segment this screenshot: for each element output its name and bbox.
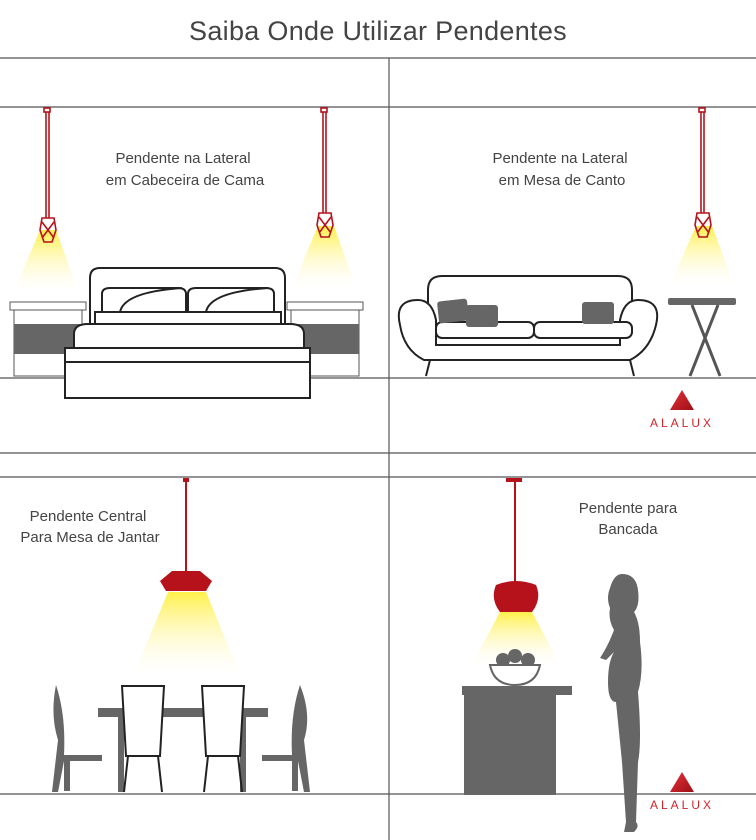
svg-text:ALALUX: ALALUX — [650, 798, 714, 812]
panel-label: Para Mesa de Jantar — [20, 529, 159, 546]
fruit-bowl — [488, 649, 542, 687]
side-table — [668, 298, 736, 377]
dining-chairs — [52, 685, 310, 793]
alalux-logo: ALALUX — [650, 772, 714, 812]
alalux-logo: ALALUX — [650, 390, 714, 430]
panel-living-room: Pendente na Lateral em Mesa de Canto ALA… — [397, 107, 736, 430]
panel-label: Bancada — [598, 521, 658, 538]
panel-label: Pendente Central — [30, 508, 147, 525]
panel-kitchen-counter: Pendente para Bancada ALALUX — [462, 478, 714, 832]
panel-dining-room: Pendente Central Para Mesa de Jantar — [20, 478, 310, 793]
panel-label: Pendente para — [579, 500, 678, 517]
kitchen-counter — [462, 686, 572, 795]
svg-text:ALALUX: ALALUX — [650, 416, 714, 430]
pendant-lamp — [134, 478, 240, 675]
woman-silhouette — [600, 574, 642, 832]
dining-table — [98, 708, 268, 792]
pendant-lamp — [670, 107, 734, 285]
page-title: Saiba Onde Utilizar Pendentes — [189, 16, 567, 46]
panel-label: em Mesa de Canto — [499, 172, 626, 189]
sofa — [397, 275, 659, 377]
bed — [64, 267, 311, 399]
pendant-lamp-left — [14, 107, 78, 292]
pendant-lamp — [472, 478, 560, 665]
panel-bedroom: Pendente na Lateral em Cabeceira de Cama — [9, 107, 364, 399]
panel-label: Pendente na Lateral — [115, 150, 250, 167]
panel-label: em Cabeceira de Cama — [106, 172, 265, 189]
panel-label: Pendente na Lateral — [492, 150, 627, 167]
pendant-lamp-right — [292, 107, 356, 288]
